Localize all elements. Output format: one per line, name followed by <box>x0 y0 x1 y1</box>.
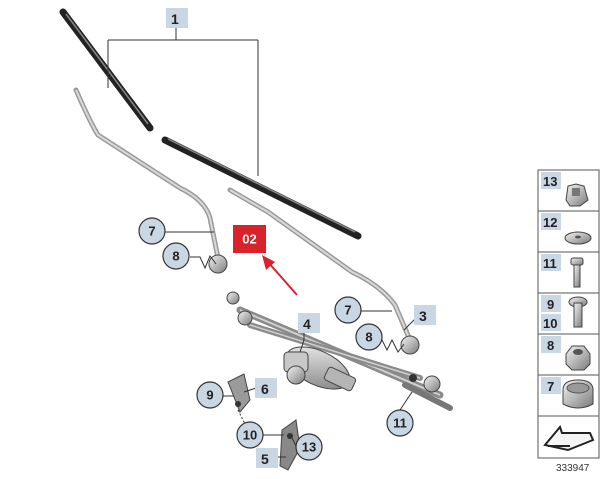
svg-text:7: 7 <box>148 224 155 239</box>
svg-text:3: 3 <box>419 308 427 324</box>
washer-icon <box>564 231 592 245</box>
highlight-marker: 02 <box>233 225 266 253</box>
callout-7-left: 7 <box>138 217 166 245</box>
wiper-arm-left <box>73 87 228 274</box>
svg-text:4: 4 <box>303 316 311 332</box>
callout-8-right: 8 <box>355 323 383 351</box>
svg-text:5: 5 <box>261 451 269 467</box>
svg-text:9: 9 <box>547 297 554 312</box>
legend-row-13: 13 <box>541 172 589 207</box>
wiper-arm-right <box>227 187 420 355</box>
legend-row-9-10: 9 10 <box>541 295 588 331</box>
svg-text:12: 12 <box>543 215 557 230</box>
svg-text:11: 11 <box>393 416 407 431</box>
legend-row-arrow <box>543 424 595 452</box>
red-arrow-icon <box>262 255 298 296</box>
marker-label: 02 <box>242 232 256 247</box>
svg-text:10: 10 <box>243 428 257 443</box>
arrow-tool-icon <box>543 424 595 452</box>
legend-row-7: 7 <box>541 377 594 409</box>
wiper-motor <box>283 346 357 392</box>
callout-5: 5 <box>256 448 278 468</box>
callout-11: 11 <box>386 409 414 437</box>
legend-row-11: 11 <box>541 254 584 288</box>
rubber-cap-icon <box>562 379 594 409</box>
callout-8-left: 8 <box>162 242 190 270</box>
callout-1-bracket <box>107 28 259 176</box>
callout-6: 6 <box>255 378 277 398</box>
callout-10: 10 <box>236 421 264 449</box>
mount-bracket-6 <box>227 373 251 431</box>
legend-row-8: 8 <box>541 336 591 371</box>
wiper-blade-left <box>59 8 154 132</box>
callout-3: 3 <box>414 305 436 325</box>
callout-1: 1 <box>166 8 188 28</box>
svg-text:8: 8 <box>547 338 554 353</box>
reference-number: 333947 <box>556 463 590 474</box>
svg-text:7: 7 <box>547 379 554 394</box>
svg-text:7: 7 <box>344 303 351 318</box>
svg-text:11: 11 <box>543 256 557 271</box>
clip-nut-icon <box>565 183 589 207</box>
flange-screw-icon <box>568 296 588 328</box>
svg-text:10: 10 <box>543 316 557 331</box>
parts-legend: 13 12 11 9 <box>537 169 600 459</box>
callout-7-right: 7 <box>334 296 362 324</box>
svg-text:9: 9 <box>206 388 213 403</box>
svg-text:8: 8 <box>172 249 179 264</box>
hex-bolt-icon <box>570 257 584 288</box>
svg-text:8: 8 <box>365 330 372 345</box>
callout-4: 4 <box>298 313 320 333</box>
callout-13: 13 <box>295 433 323 461</box>
callout-9: 9 <box>196 381 224 409</box>
svg-text:13: 13 <box>302 440 316 455</box>
hex-nut-icon <box>565 345 591 371</box>
wiper-blade-right <box>161 136 362 240</box>
svg-text:1: 1 <box>171 11 179 27</box>
svg-text:6: 6 <box>261 381 269 397</box>
legend-row-12: 12 <box>541 213 592 245</box>
svg-text:13: 13 <box>543 174 557 189</box>
wiper-linkage <box>226 291 453 411</box>
leader-lines <box>164 231 419 458</box>
